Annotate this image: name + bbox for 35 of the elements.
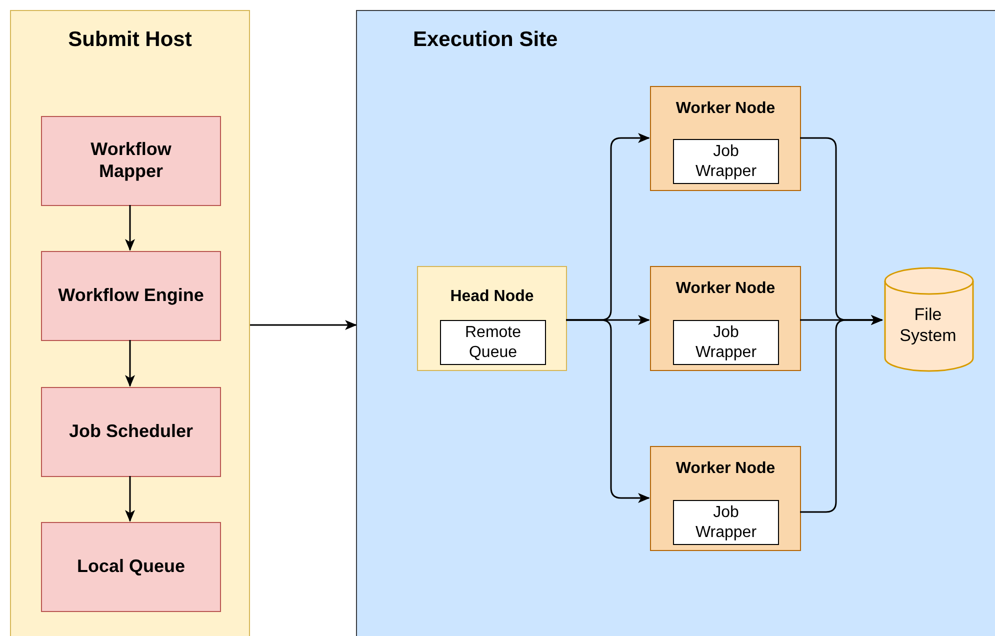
node-label: Worker Node — [674, 279, 776, 298]
site-panel — [356, 10, 995, 636]
node-label: Remote Queue — [464, 323, 522, 362]
node-label: Workflow Engine — [57, 285, 205, 307]
node-label: Head Node — [449, 287, 535, 306]
process-box — [41, 116, 221, 206]
worker-node-box — [650, 86, 801, 191]
process-box — [41, 251, 221, 341]
node-label: Execution Site — [412, 27, 559, 52]
node-label: Worker Node — [674, 99, 776, 118]
node-label: File System — [898, 305, 958, 346]
node-label: Workflow Mapper — [90, 139, 172, 183]
worker-node-box — [650, 266, 801, 371]
node-label: Local Queue — [76, 556, 186, 578]
arrow — [125, 205, 135, 251]
arrow — [125, 340, 135, 387]
arrow — [250, 320, 357, 330]
host-panel — [10, 10, 250, 636]
process-box — [673, 500, 779, 545]
node-label: Submit Host — [67, 27, 193, 52]
worker-node-box — [650, 446, 801, 551]
node-label: Job Wrapper — [694, 142, 758, 181]
node-label: Job Scheduler — [68, 421, 194, 443]
arrow — [800, 315, 883, 513]
process-box — [673, 139, 779, 184]
node-label: Job Wrapper — [694, 503, 758, 542]
arrow — [566, 319, 650, 503]
node-label: Job Wrapper — [694, 323, 758, 362]
process-box — [41, 387, 221, 477]
node-label: Worker Node — [674, 459, 776, 478]
process-box — [440, 320, 546, 365]
head-node-box — [417, 266, 567, 371]
process-box — [41, 522, 221, 612]
arrow — [125, 476, 135, 522]
process-box — [673, 320, 779, 365]
